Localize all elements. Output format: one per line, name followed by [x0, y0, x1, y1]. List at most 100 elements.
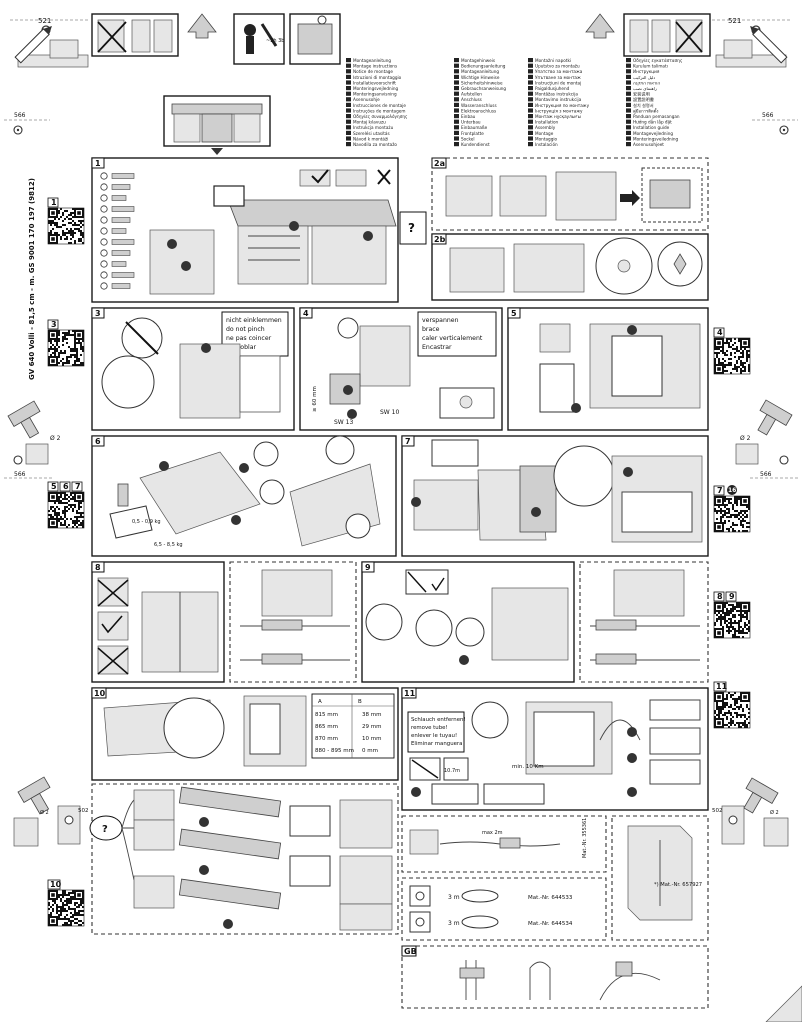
question-icon: ?	[102, 824, 108, 835]
language-row: Monteringsveiledning	[633, 136, 679, 141]
language-row: Anschluss	[461, 97, 482, 102]
drill-icon	[757, 399, 793, 436]
svg-text:1: 1	[51, 198, 57, 207]
language-row: Einbaumaße	[461, 125, 488, 130]
svg-text:3: 3	[51, 320, 57, 329]
step-8-number: 8	[95, 563, 101, 572]
table-cell: 10 mm	[362, 736, 381, 742]
svg-text:7: 7	[717, 486, 723, 495]
language-flag-icon	[346, 86, 351, 91]
help-box[interactable]	[399, 211, 427, 245]
qr-code-step-3[interactable]	[47, 329, 85, 367]
language-row: 安装说明	[633, 91, 650, 98]
step-8-detail-drawing	[240, 569, 350, 665]
language-flag-icon	[626, 136, 631, 141]
language-row: Montage	[535, 131, 554, 136]
language-flag-icon	[346, 142, 351, 147]
language-flag-icon	[528, 102, 533, 107]
language-flag-icon	[528, 142, 533, 147]
language-row: Einbau	[461, 114, 476, 119]
language-row: Panduan pemasangan	[633, 114, 680, 119]
part-icon	[111, 239, 135, 245]
drill-icon	[17, 776, 51, 815]
language-flag-icon	[528, 125, 533, 130]
qr-code-step-4[interactable]	[713, 337, 751, 375]
language-row: Gebrauchsanweisung	[461, 86, 506, 91]
warn-11-3: Eliminar manguera	[411, 741, 462, 747]
part-icon	[111, 283, 131, 289]
step4-sw10: SW 10	[380, 409, 399, 416]
qr-code-step-89[interactable]	[713, 601, 751, 639]
language-flag-icon	[528, 91, 533, 96]
step-9-drawing	[365, 569, 569, 665]
part-index-icon	[100, 194, 108, 202]
language-flag-icon	[454, 69, 459, 74]
warn-4-2: caler verticalement	[422, 335, 483, 342]
lower-side-marks: Ø 2 502 Ø 2 502	[13, 776, 789, 847]
part-icon	[111, 272, 135, 278]
language-row: Asennusohje	[353, 97, 380, 102]
qr-code-step-10[interactable]	[47, 889, 85, 927]
language-row: Montaj kılavuzu	[353, 120, 386, 125]
cabinet-fit-drawing	[449, 237, 703, 295]
step11-length: 10.7m	[444, 768, 460, 774]
language-row: Kundendienst	[461, 142, 490, 147]
svg-text:B: B	[358, 699, 362, 705]
dishwasher-drawing	[213, 169, 397, 285]
language-flag-icon	[346, 58, 351, 63]
part-icon	[111, 250, 131, 256]
dim-top-right: 521	[728, 17, 741, 25]
door-panel-drawing	[539, 323, 701, 413]
language-flag-icon	[528, 97, 533, 102]
screw-time: ~2h 3b	[266, 38, 284, 44]
step-3-number: 3	[95, 309, 101, 318]
language-row: Instruções de montagem	[353, 108, 405, 113]
language-row: Navodila za montažo	[353, 142, 397, 147]
svg-text:6: 6	[63, 482, 69, 491]
tools-icon-box	[233, 13, 285, 65]
mid-side-marks: Ø 2 566 Ø 2 566	[4, 399, 798, 479]
cabinet-cross-icon	[97, 19, 173, 53]
language-flag-icon	[528, 69, 533, 74]
gb-panel	[401, 945, 709, 1009]
part-icon	[111, 228, 127, 234]
language-row: Instrukcja montażu	[353, 125, 394, 130]
language-flag-icon	[626, 74, 631, 79]
language-row: Упътване за монтаж	[535, 75, 581, 80]
language-row: 설치 설명서	[633, 102, 654, 109]
mat-nr-2: Mat.-Nr. 644534	[528, 921, 573, 927]
qr-code-step-7[interactable]	[713, 495, 751, 533]
step-11-drawing	[409, 699, 701, 805]
language-row: Οδηγίες συναρμολόγησης	[353, 114, 408, 119]
part-index-icon	[100, 205, 108, 213]
warn-3-3: No doblar	[226, 344, 257, 351]
step-7-number: 7	[405, 437, 411, 446]
language-flag-icon	[346, 80, 351, 85]
svg-text:11: 11	[716, 682, 728, 691]
step-1-number: 1	[95, 159, 101, 168]
language-row: Hướng dẫn lắp đặt	[633, 120, 672, 125]
language-flag-icon	[454, 86, 459, 91]
language-row: Инструкция по монтажу	[535, 103, 590, 108]
language-flag-icon	[454, 125, 459, 130]
table-cell: 865 mm	[315, 724, 338, 730]
cabinet-variants	[445, 167, 703, 223]
side-panel-drawing	[627, 825, 693, 921]
language-flag-icon	[346, 91, 351, 96]
language-flag-icon	[528, 130, 533, 135]
language-flag-icon	[626, 80, 631, 85]
warn-11-2: enlever le tuyau!	[411, 733, 457, 739]
dim-upper-left: 566	[14, 112, 26, 119]
language-flag-icon	[528, 114, 533, 119]
language-flag-icon	[626, 142, 631, 147]
qr-code-step-567[interactable]	[47, 491, 85, 529]
step4-sw13: SW 13	[334, 419, 353, 426]
language-row: Montagehinweis	[461, 58, 495, 63]
kitchen-cabinet-icon	[171, 103, 263, 143]
language-flag-icon	[626, 130, 631, 135]
qr-code-step-11[interactable]	[713, 691, 751, 729]
step-11-number: 11	[404, 689, 416, 698]
drill-icon	[743, 777, 779, 814]
svg-text:A: A	[318, 699, 322, 705]
qr-code-step-1[interactable]	[47, 207, 85, 245]
